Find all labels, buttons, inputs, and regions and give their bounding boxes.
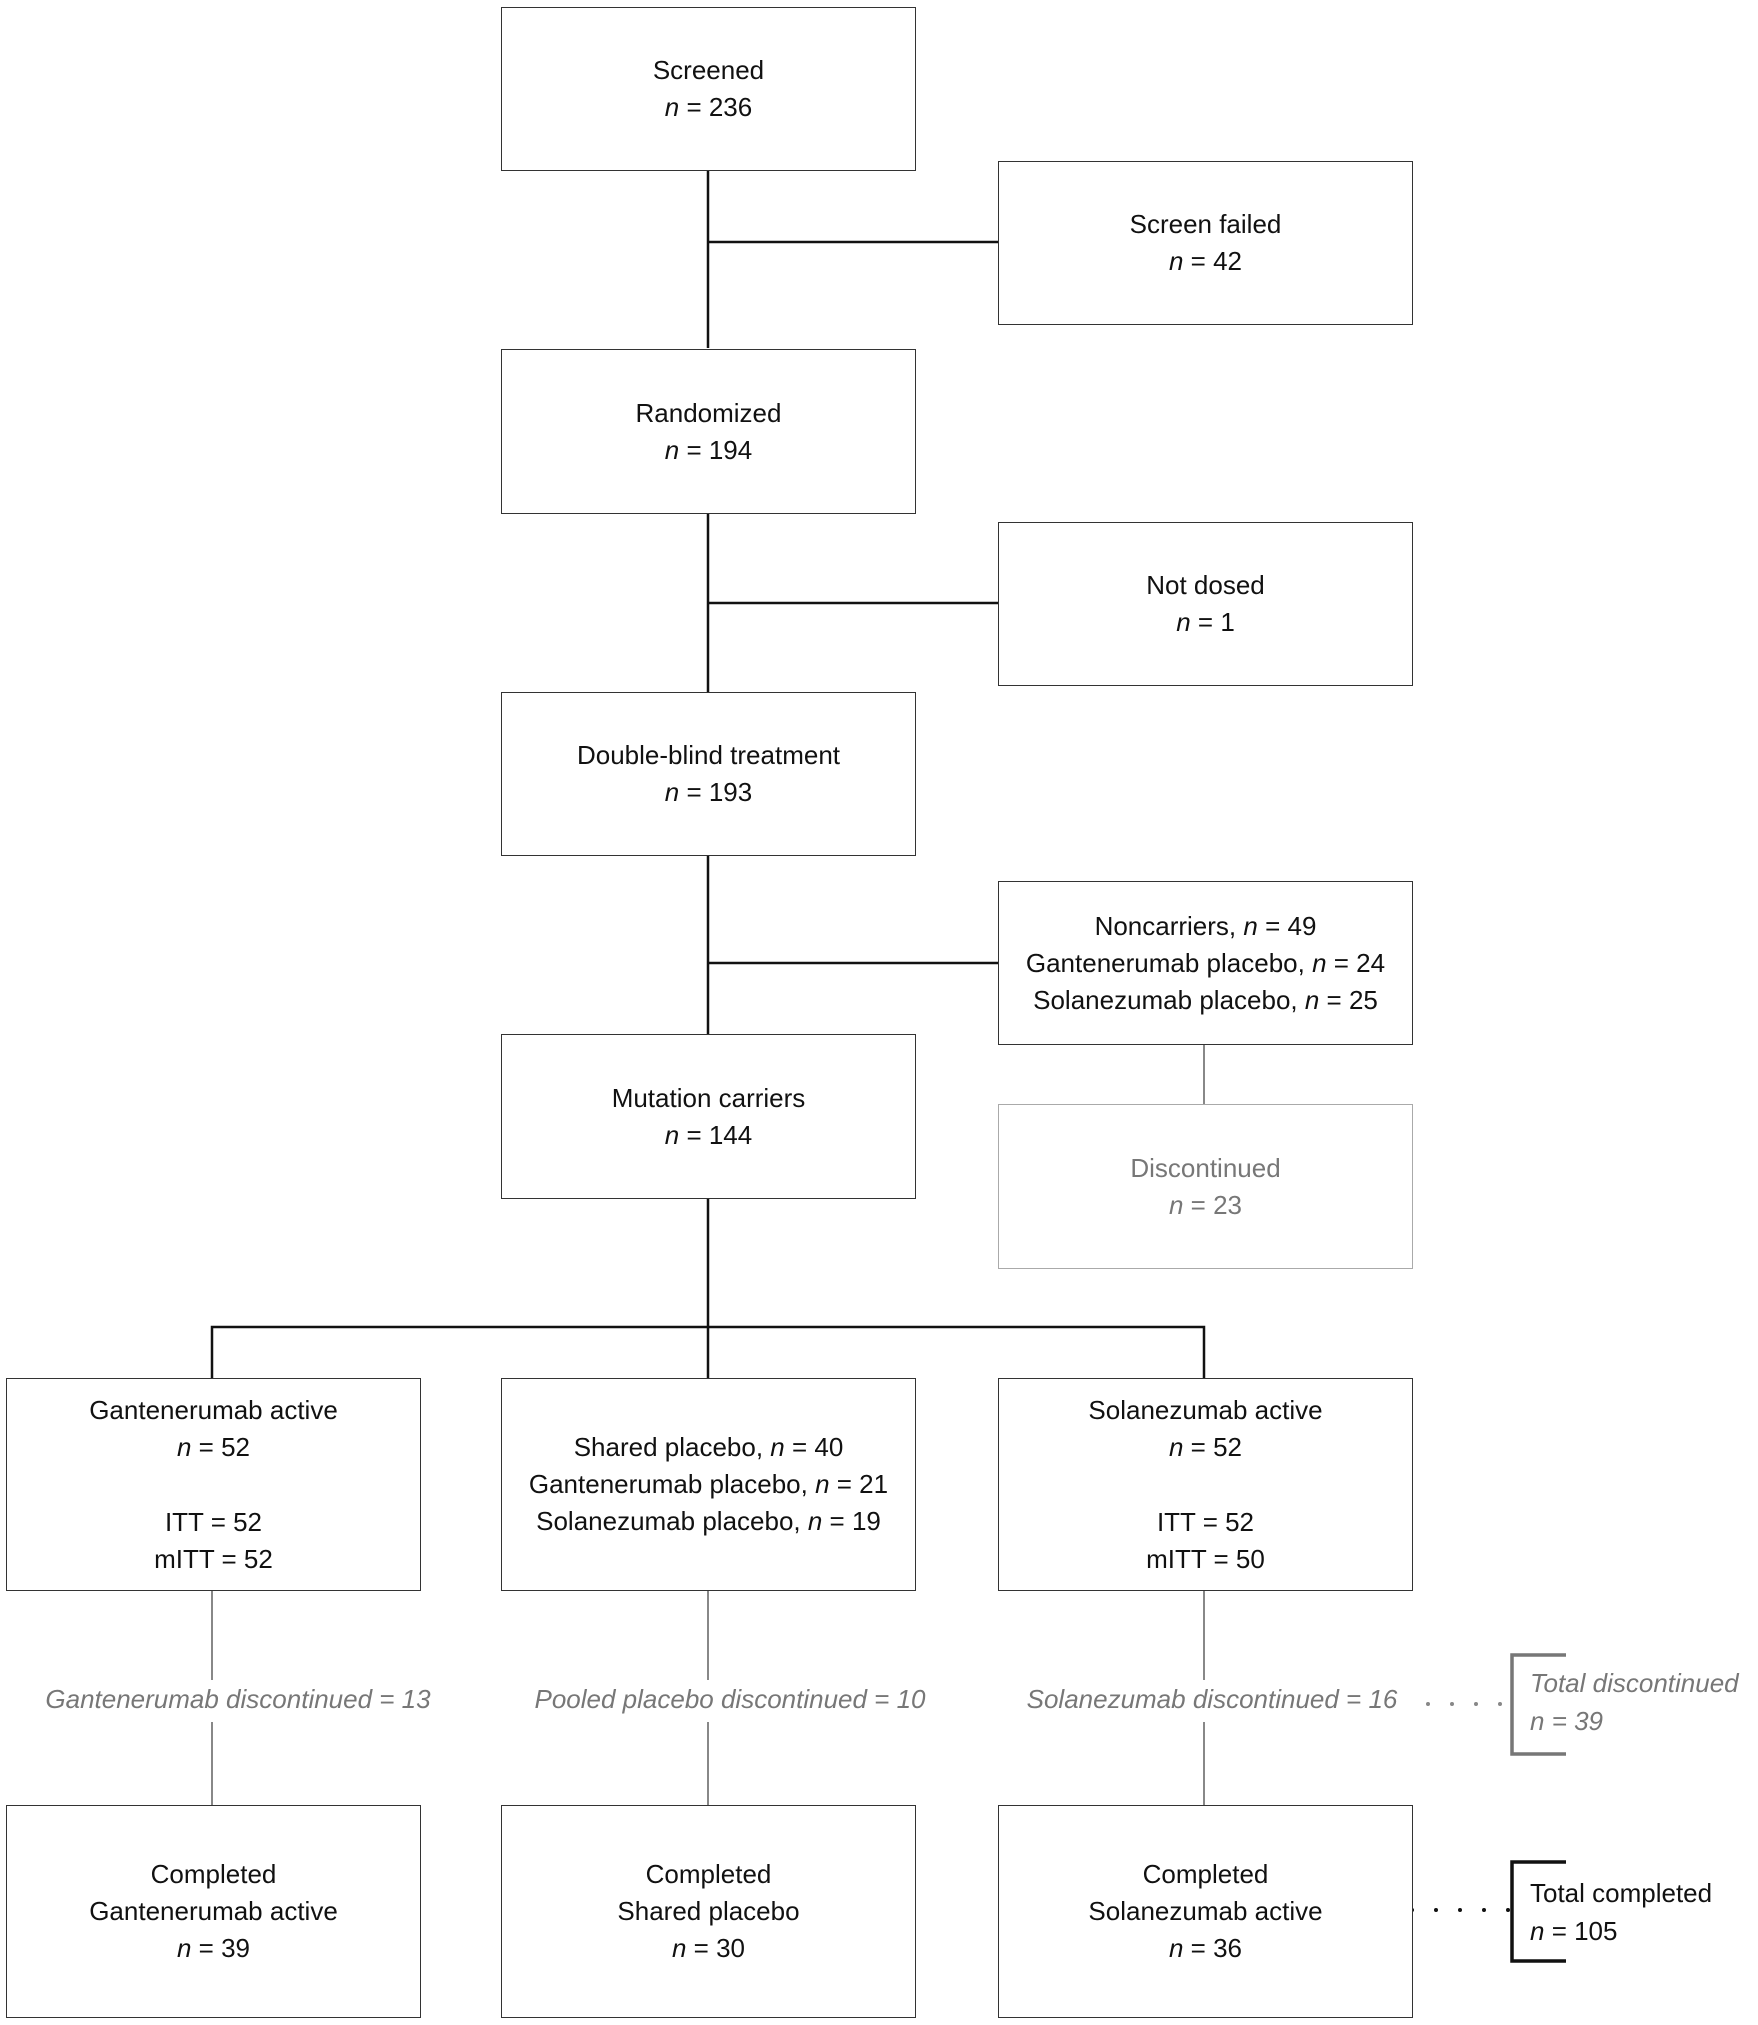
- completed-gantenerumab-title: Completed: [150, 1859, 277, 1889]
- gantenerumab-active-count: n = 52: [176, 1431, 251, 1462]
- solanezumab-active-count: n = 52: [1168, 1431, 1243, 1462]
- noncarriers-solanezumab-placebo: Solanezumab placebo, n = 25: [1033, 984, 1378, 1015]
- total-completed-label: Total completed: [1530, 1878, 1713, 1908]
- completed-solanezumab-title: Completed: [1142, 1859, 1269, 1889]
- gantenerumab-itt: ITT = 52: [164, 1506, 263, 1537]
- placebo-discontinued-label: Pooled placebo discontinued = 10: [534, 1684, 926, 1714]
- double-blind-label: Double-blind treatment: [576, 740, 841, 770]
- double-blind-box: Double-blind treatment n = 193: [501, 692, 916, 856]
- shared-placebo-gantenerumab: Gantenerumab placebo, n = 21: [528, 1469, 889, 1499]
- solanezumab-discontinued-label: Solanezumab discontinued = 16: [1026, 1684, 1398, 1714]
- completed-solanezumab-box: Completed Solanezumab active n = 36: [998, 1805, 1413, 2018]
- solanezumab-mitt: mITT = 50: [1146, 1543, 1265, 1574]
- screen-failed-label: Screen failed: [1129, 209, 1282, 239]
- total-completed-bracket: [1510, 1860, 1566, 1963]
- mutation-carriers-box: Mutation carriers n = 144: [501, 1034, 916, 1199]
- gantenerumab-mitt: mITT = 52: [154, 1543, 273, 1574]
- solanezumab-active-box: Solanezumab active n = 52 ITT = 52 mITT …: [998, 1378, 1413, 1591]
- noncarriers-discontinued-box: Discontinued n = 23: [998, 1104, 1413, 1269]
- randomized-label: Randomized: [635, 397, 782, 428]
- randomized-count: n = 194: [664, 434, 753, 465]
- shared-placebo-solanezumab: Solanezumab placebo, n = 19: [536, 1506, 881, 1536]
- total-discontinued-text: Total discontinued n = 39: [1530, 1664, 1739, 1740]
- connector-branch: [210, 1325, 1206, 1378]
- noncarriers-gantenerumab-placebo: Gantenerumab placebo, n = 24: [1025, 947, 1386, 978]
- gantenerumab-active-label: Gantenerumab active: [89, 1394, 338, 1425]
- completed-solanezumab-count: n = 36: [1168, 1933, 1243, 1963]
- total-discontinued-label: Total discontinued: [1530, 1668, 1739, 1698]
- completed-placebo-count: n = 30: [671, 1933, 746, 1963]
- noncarriers-discontinued-label: Discontinued: [1130, 1152, 1281, 1183]
- solanezumab-itt: ITT = 52: [1156, 1506, 1255, 1537]
- noncarriers-discontinued-count: n = 23: [1168, 1189, 1243, 1220]
- not-dosed-box: Not dosed n = 1: [998, 522, 1413, 686]
- mutation-carriers-label: Mutation carriers: [611, 1082, 806, 1113]
- screen-failed-box: Screen failed n = 42: [998, 161, 1413, 325]
- double-blind-count: n = 193: [664, 777, 753, 807]
- screened-box: Screened n = 236: [501, 7, 916, 171]
- completed-gantenerumab-count: n = 39: [176, 1933, 251, 1963]
- completed-placebo-box: Completed Shared placebo n = 30: [501, 1805, 916, 2018]
- randomized-box: Randomized n = 194: [501, 349, 916, 514]
- total-discontinued-bracket: [1510, 1653, 1566, 1756]
- completed-gantenerumab-group: Gantenerumab active: [89, 1896, 338, 1926]
- noncarriers-line: Noncarriers, n = 49: [1094, 910, 1317, 941]
- not-dosed-count: n = 1: [1176, 607, 1235, 637]
- noncarriers-box: Noncarriers, n = 49 Gantenerumab placebo…: [998, 881, 1413, 1045]
- gantenerumab-active-box: Gantenerumab active n = 52 ITT = 52 mITT…: [6, 1378, 421, 1591]
- shared-placebo-line: Shared placebo, n = 40: [573, 1432, 844, 1462]
- completed-placebo-title: Completed: [645, 1859, 772, 1889]
- completed-gantenerumab-box: Completed Gantenerumab active n = 39: [6, 1805, 421, 2018]
- total-discontinued-count: n = 39: [1530, 1706, 1604, 1736]
- completed-solanezumab-group: Solanezumab active: [1088, 1896, 1323, 1926]
- total-completed-text: Total completed n = 105: [1530, 1874, 1712, 1950]
- mutation-carriers-count: n = 144: [664, 1119, 753, 1150]
- screened-count: n = 236: [664, 92, 753, 122]
- solanezumab-active-label: Solanezumab active: [1088, 1394, 1323, 1425]
- total-completed-count: n = 105: [1530, 1916, 1618, 1946]
- gantenerumab-discontinued-label: Gantenerumab discontinued = 13: [45, 1684, 431, 1714]
- shared-placebo-box: Shared placebo, n = 40 Gantenerumab plac…: [501, 1378, 916, 1591]
- screened-label: Screened: [652, 55, 765, 85]
- not-dosed-label: Not dosed: [1146, 570, 1265, 600]
- completed-placebo-group: Shared placebo: [617, 1896, 800, 1926]
- screen-failed-count: n = 42: [1168, 246, 1243, 276]
